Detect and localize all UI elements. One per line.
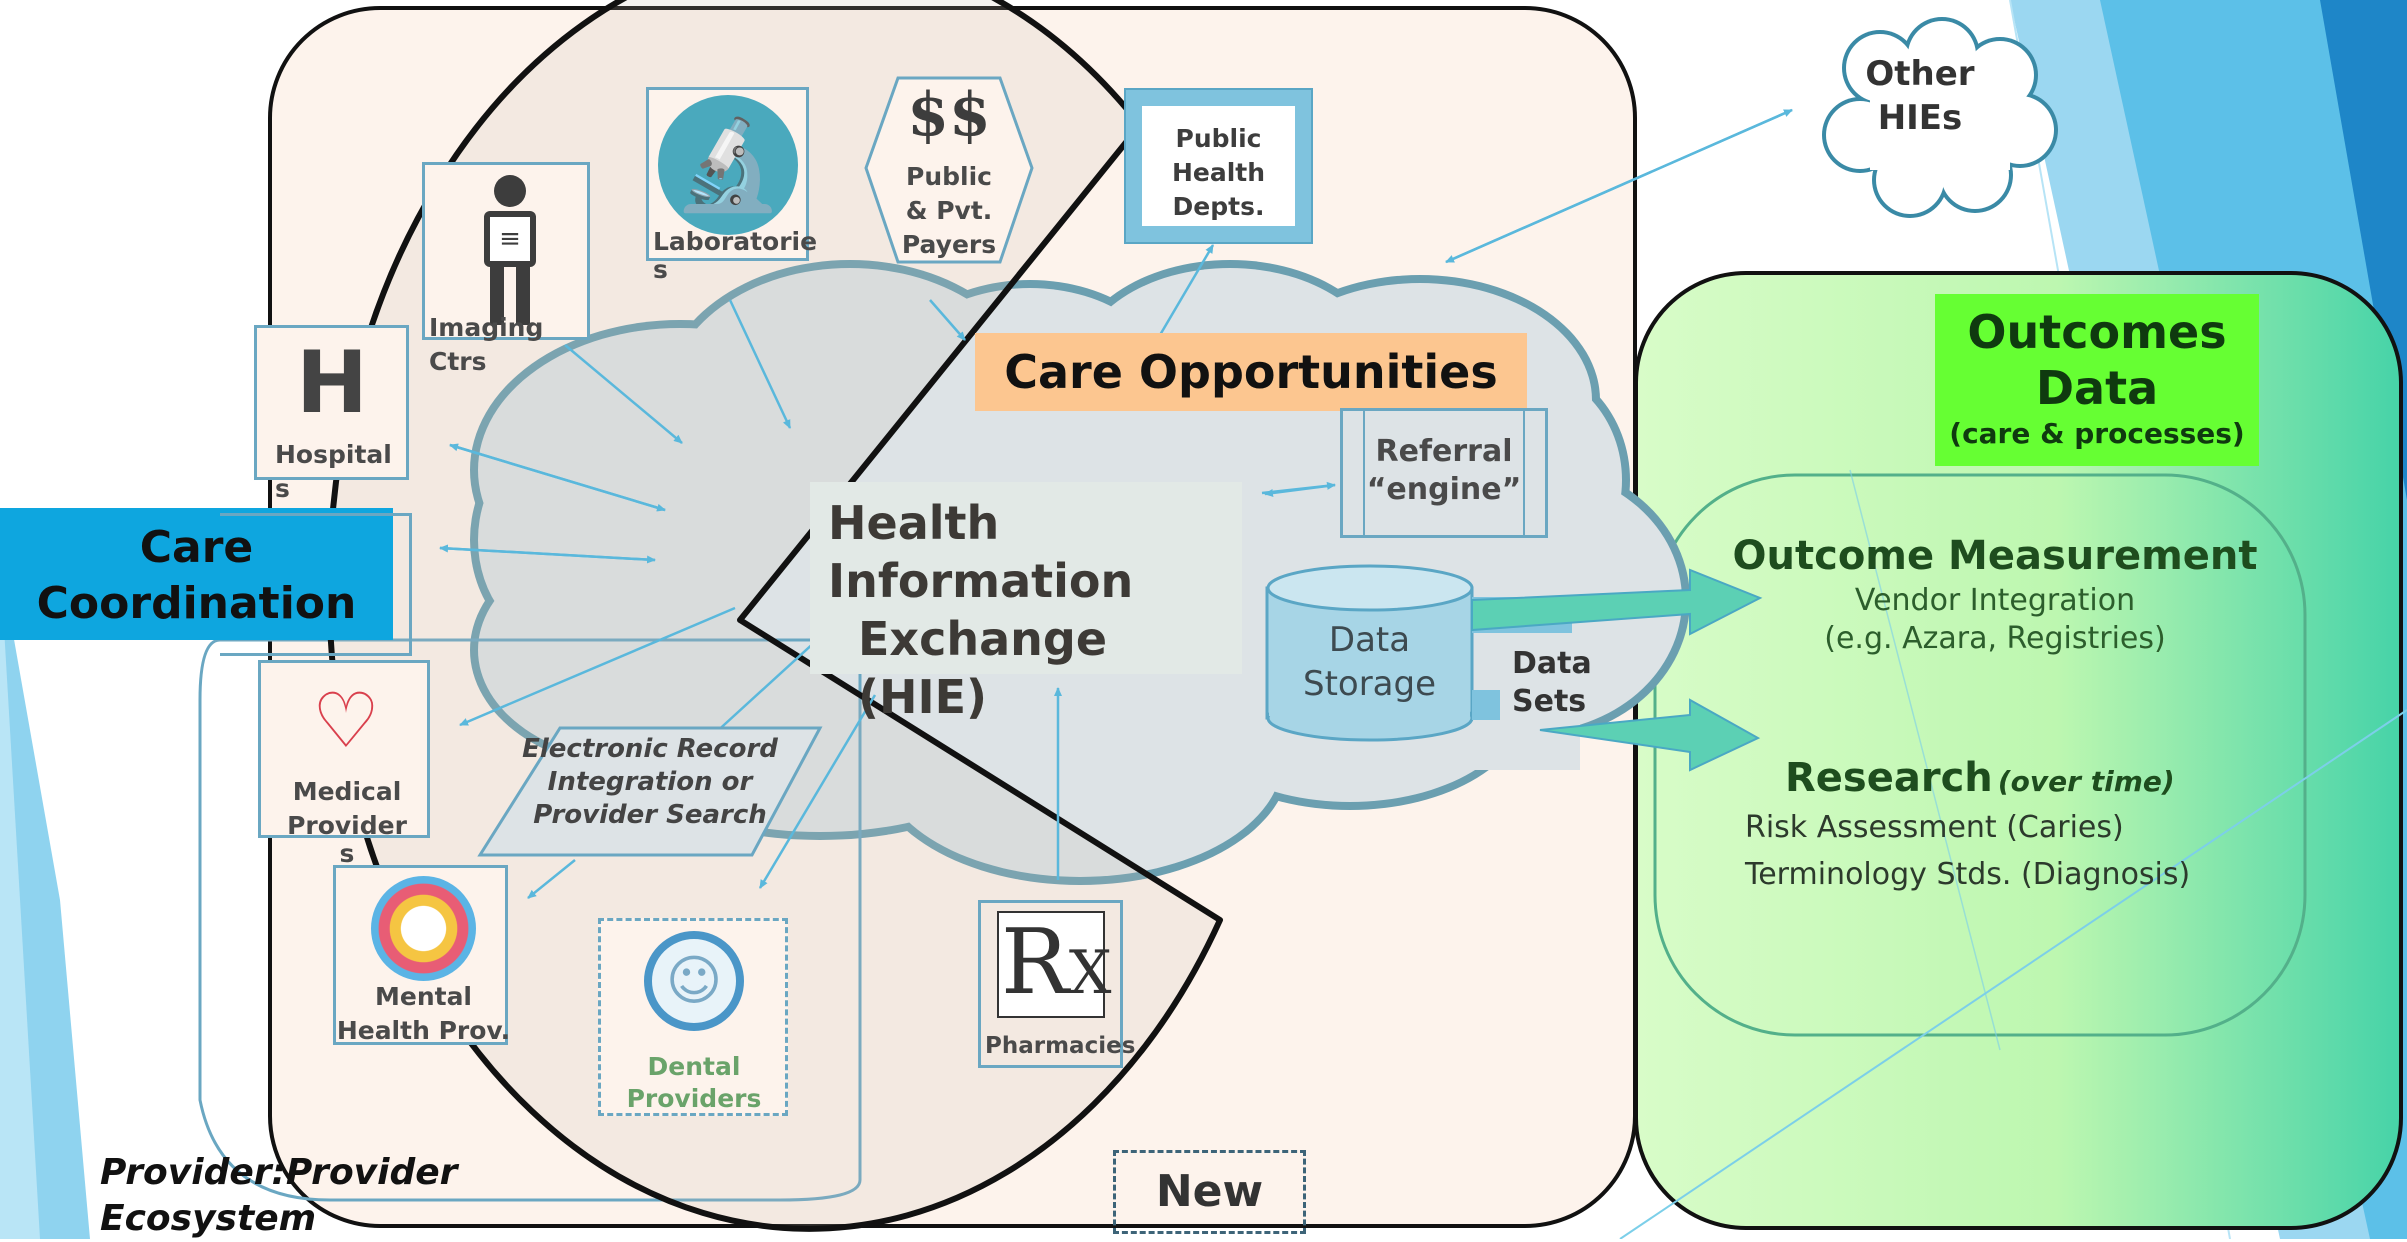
care-opportunities-banner: Care Opportunities [975,333,1527,411]
new-label-box: New [1113,1150,1306,1234]
provider-ecosystem-outline [198,638,862,1202]
payers-label-3: Payers [901,230,997,259]
mental-health-node: Mental Health Prov. [333,865,511,1045]
mental-health-label-1: Mental [374,982,473,1011]
research-line-2: Terminology Stds. (Diagnosis) [1745,857,2191,892]
other-hies-label-1: Other [1865,54,1975,94]
care-opportunities-label: Care Opportunities [1004,345,1498,399]
payers-hexagon [864,76,1034,264]
medical-providers-label-1: Medical [292,777,402,806]
public-health-label-2: Health [1171,158,1266,187]
payers-symbol: $$ [907,80,991,150]
care-coordination-label-1: Care [139,522,254,573]
new-label: New [1155,1166,1264,1217]
other-hies-cloud [1822,17,2058,218]
payers-label-2: & Pvt. [905,196,993,225]
outcomes-data-label-3: (care & processes) [1949,417,2245,450]
xray-person-icon: ≡ [470,175,550,325]
public-health-label-1: Public [1175,124,1262,153]
dental-label-2: Providers [626,1084,762,1113]
outcomes-data-header: Outcomes Data (care & processes) [1935,294,2259,466]
ecosystem-label-2: Ecosystem [100,1198,317,1239]
outcome-measurement-line-2: (e.g. Azara, Registries) [1824,621,2166,656]
stethoscope-icon: ♡ [311,676,381,765]
brain-icon [371,876,476,981]
medical-providers-label-3: s [339,839,355,868]
rx-x: X [1068,938,1112,1008]
care-coordination-banner: Care Coordination [0,508,393,640]
public-health-node: Public Health Depts. [1124,88,1313,244]
outcomes-box [1634,271,2403,1230]
outcome-measurement-title: Outcome Measurement [1732,533,2258,579]
data-sets-label-2: Sets [1512,684,1587,719]
rx-icon: RX [1001,910,1111,1018]
research-suffix: (over time) [1997,765,2175,798]
hospitals-label-2: s [275,474,290,503]
pharmacies-label: Pharmacies [985,1033,1136,1059]
referral-engine-node: Referral “engine” [1340,408,1548,538]
electronic-record-label-1: Electronic Record [522,734,778,764]
dental-label-1: Dental [647,1052,741,1081]
connection-arrows [439,108,1793,899]
laboratories-node: 🔬 Laboratorie s [646,87,817,284]
research-title: Research [1785,755,1993,801]
data-storage-label-2: Storage [1302,664,1437,704]
other-hies-label-2: HIEs [1877,98,1963,138]
medical-providers-label-2: Provider [287,811,407,840]
care-coordination-label-2: Coordination [36,578,357,629]
referral-label-1: Referral [1375,434,1513,469]
dental-providers-node: ☺ Dental Providers [598,918,788,1116]
outcome-measurement-line-1: Vendor Integration [1854,583,2136,618]
public-health-label-3: Depts. [1172,192,1265,221]
ecosystem-label-1: Provider:Provider [100,1152,458,1193]
pharmacies-node: RX Pharmacies [978,900,1135,1068]
imaging-node: ≡ Imaging Ctrs [422,162,590,376]
rx-r: R [1001,910,1069,1015]
data-storage-cylinder [1265,564,1474,742]
imaging-label-2: Ctrs [429,347,487,376]
research-line-1: Risk Assessment (Caries) [1745,810,2124,845]
care-coordination-extension [220,513,412,656]
electronic-record-label-3: Provider Search [533,800,767,830]
data-storage-label-1: Data [1328,620,1411,660]
hie-label-2: Information [828,554,1134,608]
laboratories-label-2: s [653,255,668,284]
hospitals-node: H Hospital s [254,325,409,503]
hospital-h-icon: H [296,333,368,433]
payers-label-1: Public [906,162,992,191]
outcome-arrows [1471,568,1763,772]
hie-label-3: Exchange (HIE) [858,612,1108,724]
mental-health-label-2: Health Prov. [336,1016,511,1045]
referral-label-2: “engine” [1366,472,1522,507]
hie-box: Health Information Exchange (HIE) [810,482,1242,724]
outcomes-data-label-1: Outcomes [1967,305,2227,359]
electronic-record-parallelogram [477,726,823,857]
electronic-record-label-2: Integration or [547,767,753,797]
microscope-icon: 🔬 [658,95,798,235]
hospitals-label-1: Hospital [275,440,392,469]
hie-label-1: Health [828,496,1000,550]
medical-providers-node: ♡ Medical Provider s [258,660,430,866]
laboratories-label-1: Laboratorie [653,227,818,256]
outcomes-inner-box [1653,473,2307,1037]
imaging-label-1: Imaging [429,313,544,342]
tooth-icon: ☺ [644,931,744,1031]
outcomes-data-label-2: Data [2035,361,2159,415]
data-sets-label-1: Data [1512,646,1592,681]
